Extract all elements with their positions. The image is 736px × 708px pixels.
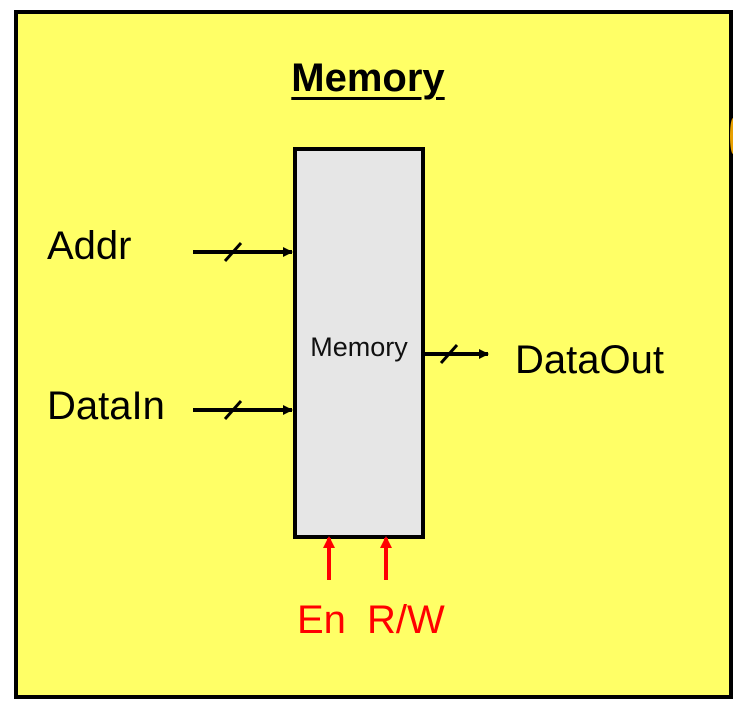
- memory-block-label: Memory: [310, 332, 408, 362]
- diagram-title: Memory: [0, 56, 736, 101]
- dataout-label: DataOut: [515, 338, 664, 382]
- dataout-wire: [421, 344, 489, 364]
- memory-block: Memory: [293, 147, 425, 539]
- datain-label: DataIn: [47, 384, 165, 428]
- addr-label: Addr: [47, 224, 132, 268]
- diagram-title-text: Memory: [291, 56, 445, 100]
- datain-wire: [193, 400, 293, 420]
- datain-bus-slash: [223, 400, 243, 420]
- en-label: En: [297, 598, 346, 642]
- dataout-bus-slash: [439, 344, 459, 364]
- edge-mark: [730, 118, 736, 154]
- rw-label: R/W: [367, 598, 445, 642]
- addr-wire: [193, 242, 293, 262]
- addr-bus-slash: [223, 242, 243, 262]
